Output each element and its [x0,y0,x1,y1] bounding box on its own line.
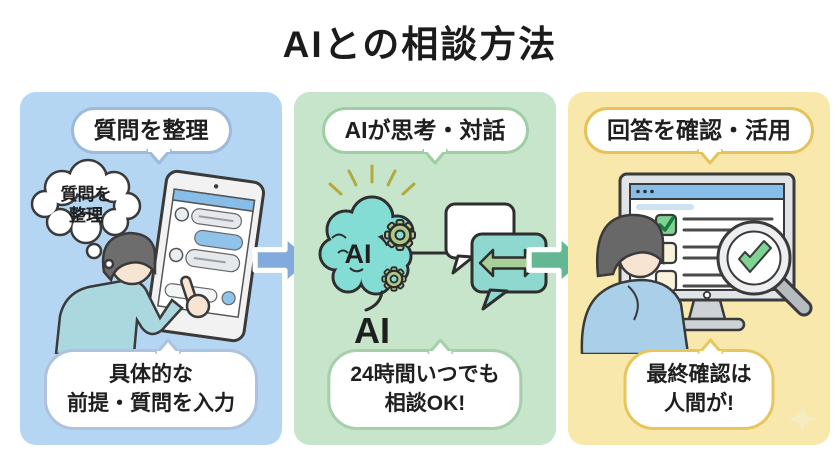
gear-icon [381,266,407,292]
step1-note-bubble: 具体的な 前提・質問を入力 [44,338,258,430]
panel-step1-organize-questions: 質問を整理 [20,92,282,445]
thought-line2: 整理 [69,205,103,225]
ai-brain-dialogue-illustration: AI [318,164,548,351]
bubble-tail-icon [697,338,724,355]
magnifier-check-icon [716,220,813,317]
sparkle-icon [787,404,817,434]
bubble-tail-icon [427,338,454,355]
bubble-tail-icon [697,149,724,165]
step2-note-line1: 24時間いつでも [350,363,500,387]
step3-note-line1: 最終確認は [646,363,752,387]
bubble-tail-icon [145,149,172,165]
pointing-hand-icon [180,275,211,319]
step1-header-row: 質問を整理 [20,107,282,165]
person-tablet-illustration: 質問を 整理 [30,158,266,354]
step2-header-bubble: AIが思考・対話 [321,107,529,165]
step1-header-label: 質問を整理 [93,117,209,143]
step1-note-line1: 具体的な [109,363,193,387]
gear-icon [384,219,416,251]
step2-note-bubble: 24時間いつでも 相談OK! [327,338,523,430]
panel-step3-review-answers: 回答を確認・活用 [568,92,830,445]
step3-note-bubble: 最終確認は 人間が! [623,338,775,430]
step3-note-line2: 人間が! [664,391,734,415]
page-title: AIとの相談方法 [282,24,558,65]
panel-step2-ai-dialogue: AIが思考・対話 [294,92,556,445]
step3-header-bubble: 回答を確認・活用 [584,107,814,165]
brain-ai-label: AI [345,239,372,269]
step3-header-label: 回答を確認・活用 [607,117,791,143]
sparks-icon [328,164,416,196]
step2-header-row: AIが思考・対話 [294,107,556,165]
ai-caption: AI [354,310,390,351]
step2-note-line2: 相談OK! [384,391,466,415]
brain-icon: AI [318,195,415,312]
step1-header-bubble: 質問を整理 [70,107,232,165]
bubble-tail-icon [421,149,449,165]
thought-line1: 質問を [61,184,112,204]
person-icon [54,231,184,354]
step3-header-row: 回答を確認・活用 [568,107,830,165]
step2-header-label: AIが思考・対話 [344,117,506,143]
thought-cloud-icon: 質問を 整理 [30,158,142,270]
person-icon [580,213,690,354]
step1-note-line2: 前提・質問を入力 [67,391,235,415]
bubble-tail-icon [154,338,181,355]
monitor-review-illustration [580,172,813,354]
